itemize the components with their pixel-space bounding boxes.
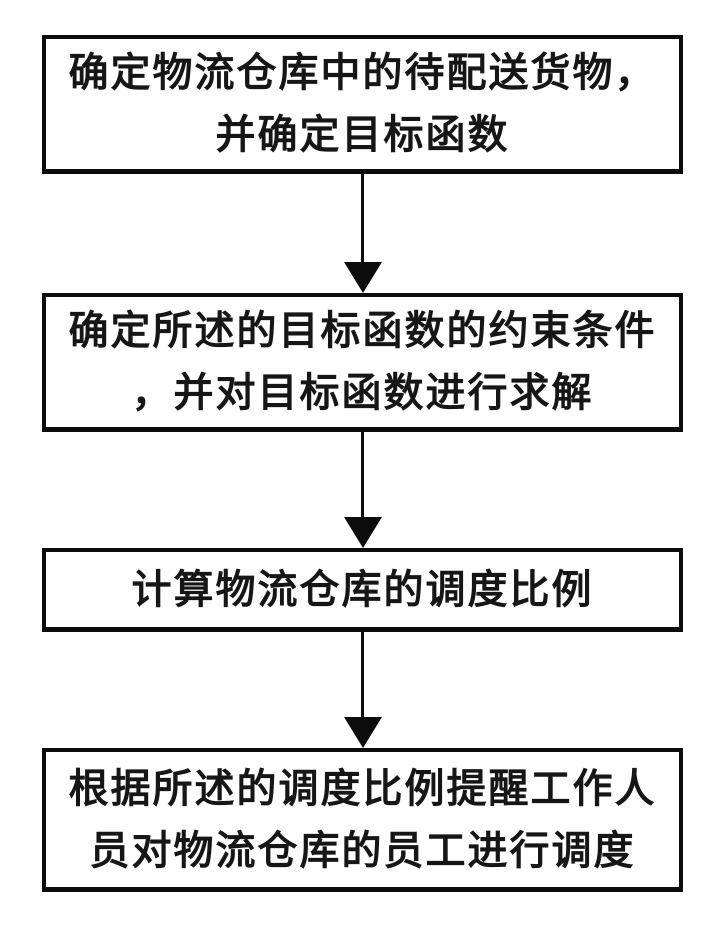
arrowhead-down-icon	[344, 517, 382, 548]
step-text-line: 确定物流仓库中的待配送货物，	[68, 50, 657, 95]
flow-arrow-1	[344, 174, 382, 293]
step-text-line: 并确定目标函数	[215, 112, 510, 157]
flow-arrow-3	[344, 632, 382, 748]
step-text-line: 确定所述的目标函数的约束条件	[68, 308, 657, 353]
step-text-line: ，并对目标函数进行求解	[131, 370, 594, 415]
flow-step-calculate-ratio: 计算物流仓库的调度比例	[42, 548, 683, 632]
flow-step-determine-goods-and-objective: 确定物流仓库中的待配送货物， 并确定目标函数	[42, 35, 683, 174]
arrow-shaft	[361, 174, 364, 267]
flow-step-constraints-and-solve: 确定所述的目标函数的约束条件 ，并对目标函数进行求解	[42, 293, 683, 432]
step-text-line: 员对物流仓库的员工进行调度	[89, 827, 636, 873]
step-text-line: 计算物流仓库的调度比例	[131, 566, 594, 612]
arrowhead-down-icon	[344, 262, 382, 293]
step-text-line: 根据所述的调度比例提醒工作人	[68, 765, 657, 811]
flow-step-remind-and-dispatch: 根据所述的调度比例提醒工作人 员对物流仓库的员工进行调度	[42, 748, 683, 892]
arrow-shaft	[361, 432, 364, 522]
arrowhead-down-icon	[344, 717, 382, 748]
arrow-shaft	[361, 632, 364, 722]
flow-arrow-2	[344, 432, 382, 548]
